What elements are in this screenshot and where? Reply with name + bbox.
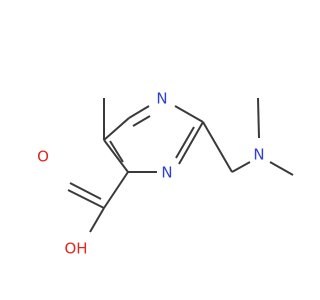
bond-c6-n1-inner (132, 115, 151, 127)
bond-c4-carboxyl (103, 171, 129, 209)
bond-c2-n3-inner (175, 126, 195, 159)
canvas-background (0, 0, 300, 300)
bond-c6-n1 (128, 105, 150, 119)
bond-c4-c5 (103, 139, 129, 173)
bond-c4-c5-inner (109, 140, 124, 163)
bond-carbonyl-o-inner (69, 182, 102, 200)
molecule-structure: N N N O OH (0, 0, 300, 300)
bond-n-methyl-right (269, 161, 294, 176)
nitrogen-atom-ring-bottom: N (161, 164, 172, 182)
hydroxyl-group: OH (64, 240, 87, 258)
nitrogen-atom-ring-top: N (156, 90, 167, 108)
nitrogen-atom-amine: N (253, 146, 264, 164)
oxygen-atom-carbonyl: O (37, 148, 49, 166)
bond-carbonyl-o (67, 189, 105, 209)
bond-carboxyl-oh (89, 207, 105, 233)
bond-n-methyl-top (257, 97, 260, 139)
bond-c5-c6 (103, 117, 130, 141)
bond-c2-n3 (178, 121, 204, 165)
bond-ch2-n (231, 161, 251, 173)
bond-c2-ch2 (202, 121, 233, 173)
bond-n1-c2 (174, 105, 204, 123)
